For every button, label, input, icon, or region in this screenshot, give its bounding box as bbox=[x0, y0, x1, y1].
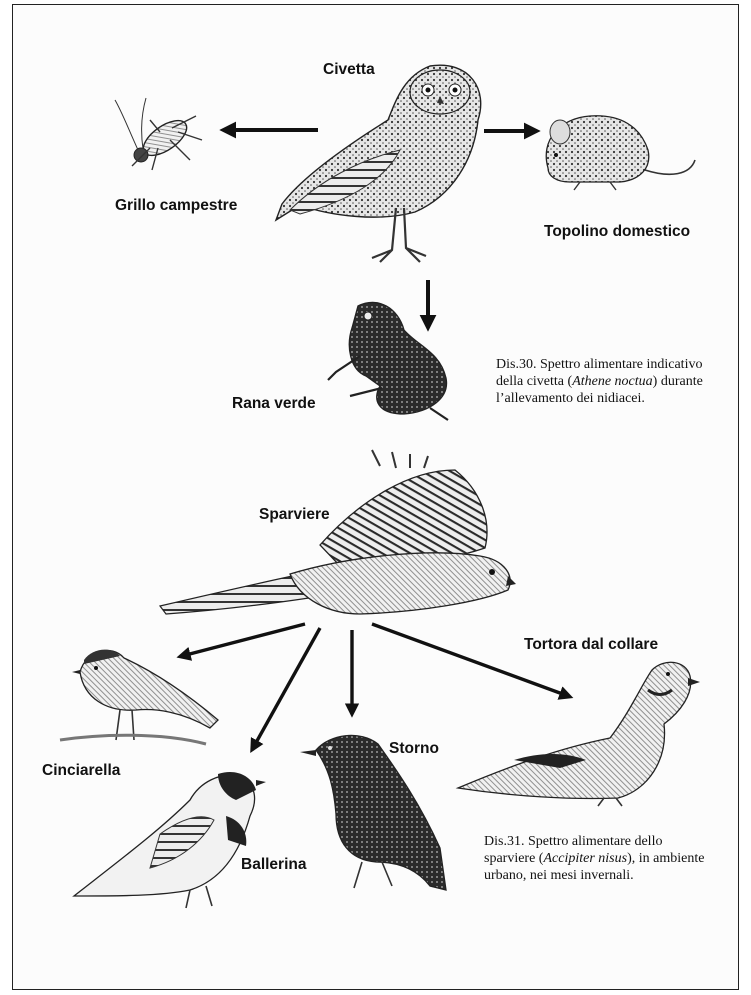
label-frog: Rana verde bbox=[232, 395, 316, 413]
label-starling: Storno bbox=[389, 740, 439, 758]
starling-icon bbox=[300, 735, 446, 890]
label-hawk: Sparviere bbox=[259, 506, 330, 524]
label-dove: Tortora dal collare bbox=[524, 636, 658, 654]
label-owl: Civetta bbox=[323, 61, 375, 79]
caption-dis30: Dis.30. Spettro alimentare indicativo de… bbox=[496, 356, 710, 407]
label-cricket: Grillo campestre bbox=[115, 197, 237, 215]
hawk-icon bbox=[160, 450, 516, 614]
arrow-hawk-to-dove bbox=[372, 624, 568, 696]
mouse-icon bbox=[546, 116, 695, 190]
cricket-icon bbox=[115, 98, 202, 170]
label-wagtail: Ballerina bbox=[241, 856, 306, 874]
arrow-hawk-to-wagtail bbox=[253, 628, 320, 748]
blue-tit-icon bbox=[60, 650, 218, 744]
caption-dis31: Dis.31. Spettro alimentare dello sparvie… bbox=[484, 833, 708, 884]
collared-dove-icon bbox=[458, 662, 700, 806]
arrow-hawk-to-bluetit bbox=[182, 624, 305, 656]
wagtail-icon bbox=[74, 772, 266, 908]
label-bluetit: Cinciarella bbox=[42, 762, 120, 780]
owl-icon bbox=[276, 65, 481, 262]
label-mouse: Topolino domestico bbox=[544, 223, 690, 241]
